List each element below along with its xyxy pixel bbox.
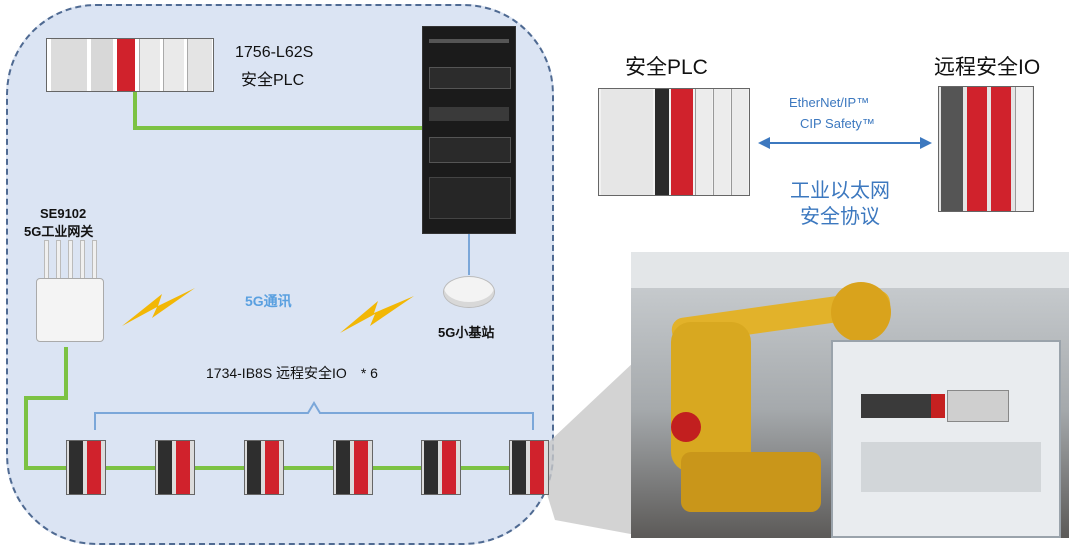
plc-model-label: 1756-L62S — [235, 44, 314, 61]
protocol-ethernet-ip-label: EtherNet/IP™ — [789, 95, 870, 110]
io-group-brace — [94, 401, 534, 430]
gateway-model-label: SE9102 — [40, 206, 87, 221]
server-rack-image — [422, 26, 516, 234]
protocol-desc-line1: 工业以太网 — [790, 180, 890, 202]
base-station-icon — [443, 276, 495, 308]
plc-rack-ethernet-line — [133, 92, 425, 130]
gateway-type-label: 5G工业网关 — [24, 224, 94, 239]
remote-io-group-label: 1734-IB8S 远程安全IO * 6 — [206, 365, 378, 381]
remote-safety-io-image — [938, 86, 1034, 212]
remote-io-module — [66, 440, 106, 495]
remote-safety-io-title: 远程安全IO — [934, 56, 1041, 79]
lightning-bolt-icon — [340, 296, 414, 333]
remote-io-module — [244, 440, 284, 495]
plc-rack-image — [46, 38, 214, 92]
zoom-wedge — [535, 360, 636, 535]
remote-io-module — [509, 440, 549, 495]
protocol-desc-line2: 安全协议 — [800, 206, 880, 228]
plc-type-label: 安全PLC — [241, 72, 305, 89]
safety-plc-image — [598, 88, 750, 196]
wireless-5g-label: 5G通讯 — [245, 293, 292, 309]
lightning-bolt-icon — [122, 288, 195, 326]
remote-io-module — [155, 440, 195, 495]
remote-io-module — [333, 440, 373, 495]
robot-cell-photo — [631, 252, 1069, 538]
protocol-cip-safety-label: CIP Safety™ — [800, 116, 875, 131]
gateway-io-ethernet-line — [24, 347, 78, 470]
remote-io-module — [421, 440, 461, 495]
safety-plc-title: 安全PLC — [625, 56, 708, 79]
gateway-device-image — [30, 240, 106, 344]
base-station-label: 5G小基站 — [438, 325, 495, 340]
